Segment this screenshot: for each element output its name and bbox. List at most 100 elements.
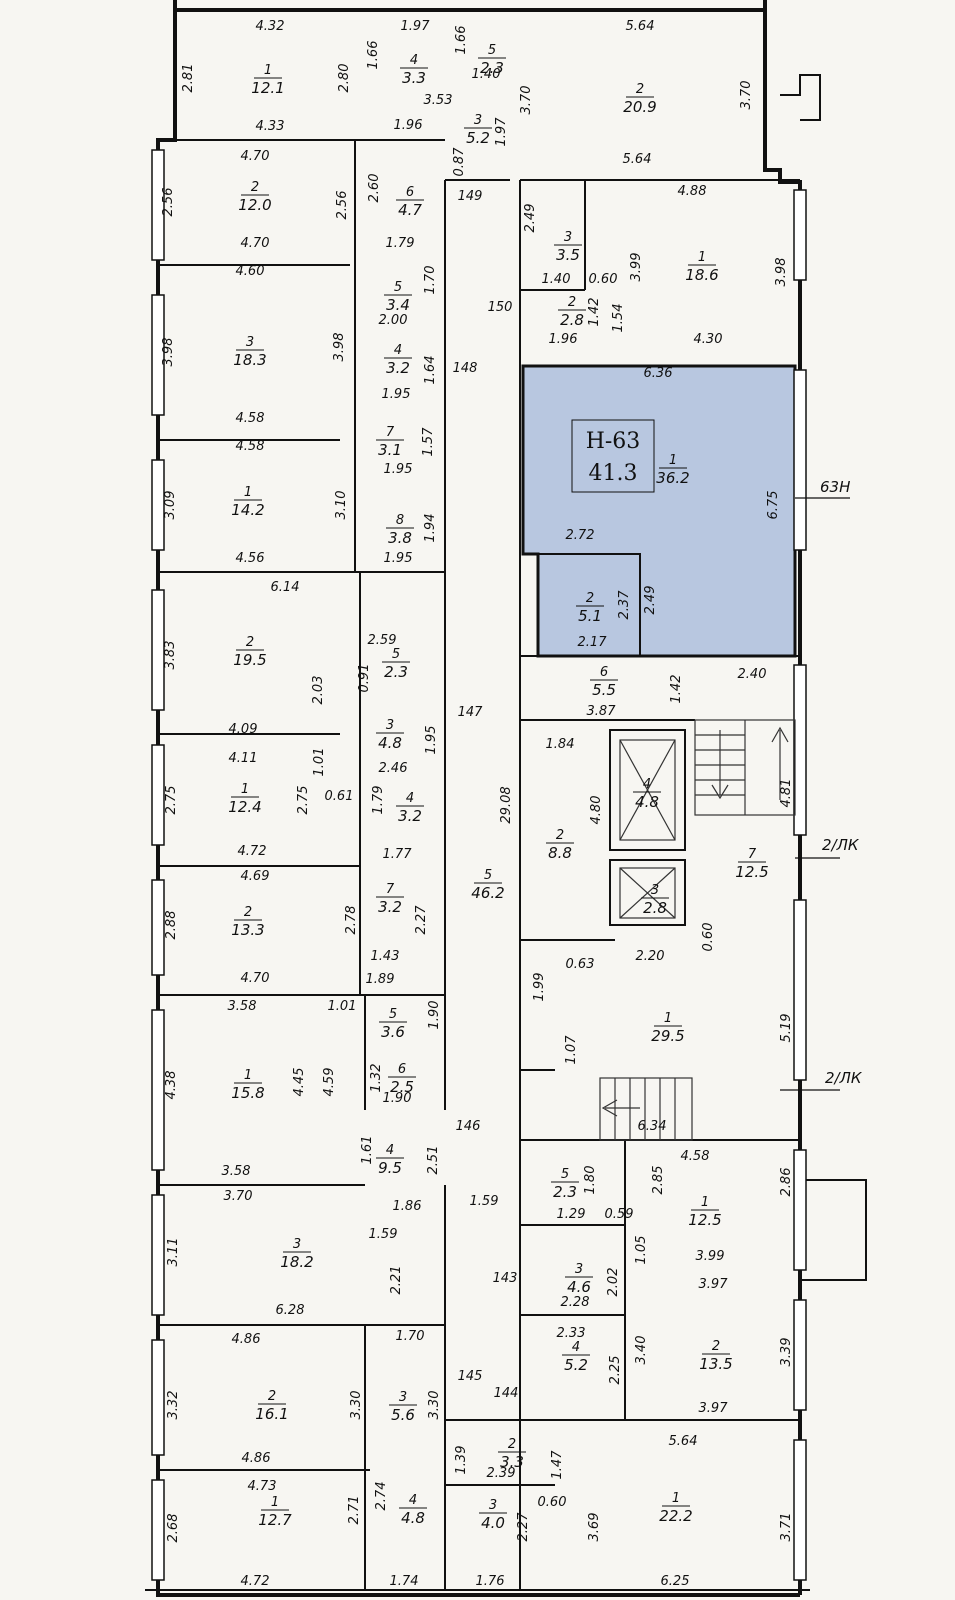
room-label: 220.9 [623,82,656,116]
room-area: 29.5 [651,1027,684,1045]
room-label: 136.2 [656,453,689,487]
room-label: 712.5 [735,847,768,881]
dimension-label: 2.56 [335,191,350,220]
room-label: 64.7 [396,185,424,219]
room-area: 2.5 [390,1078,414,1096]
room-label: 112.5 [688,1195,721,1229]
room-area: 4.8 [401,1509,425,1527]
room-area: 3.1 [378,441,402,459]
room-area: 22.2 [659,1507,692,1525]
stair-1 [694,719,796,816]
room-label: 129.5 [651,1011,684,1045]
unit-side-label: 63Н [820,478,850,496]
stair-side-label-2: 2/ЛК [825,1069,863,1087]
dimension-label: 2.28 [561,1295,590,1310]
room-number: 3 [293,1237,301,1252]
dimension-label: 1.07 [564,1035,579,1065]
dimension-label: 1.43 [371,949,400,964]
dimension-label: 3.09 [163,491,178,520]
room-label: 318.2 [280,1237,313,1271]
room-label: 34.0 [479,1498,507,1532]
dimension-label: 5.19 [779,1014,794,1043]
unit-area: 41.3 [589,461,638,486]
room-label: 49.5 [376,1143,404,1177]
room-number: 7 [748,847,757,862]
room-label: 43.3 [400,53,428,87]
dimension-label: 1.39 [454,1446,469,1475]
dimension-label: 1.66 [366,41,381,70]
dimension-label: 4.70 [241,149,270,164]
dimension-label: 2.25 [608,1356,623,1385]
room-number: 1 [664,1011,672,1026]
room-area: 36.2 [656,469,689,487]
room-area: 4.0 [481,1514,505,1532]
dimension-label: 1.32 [369,1064,384,1093]
dimension-label: 1.94 [423,514,438,543]
dimension-label: 0.60 [538,1495,567,1510]
room-label: 22.8 [558,295,586,329]
dimension-label: 6.25 [661,1574,690,1589]
dimension-label: 150 [488,300,513,315]
room-label: 32.8 [641,883,669,917]
room-label: 34.8 [376,718,404,752]
unit-h63-highlight[interactable] [521,364,797,658]
room-area: 12.1 [251,79,284,97]
dimension-label: 6.36 [644,366,673,381]
dimension-label: 2.46 [379,761,408,776]
room-label: 44.8 [399,1493,427,1527]
dimension-label: 1.74 [390,1574,419,1589]
room-area: 3.2 [378,898,402,916]
room-number: 6 [600,665,608,680]
room-number: 4 [409,1493,417,1508]
dimension-label: 0.61 [325,789,354,804]
room-label: 73.2 [376,882,404,916]
room-area: 5.2 [564,1356,588,1374]
dimension-label: 4.38 [164,1071,179,1100]
room-area: 4.6 [567,1278,591,1296]
dimension-label: 1.96 [394,118,423,133]
dimension-label: 4.58 [236,439,265,454]
dimension-label: 3.71 [779,1513,794,1542]
dimension-label: 2.27 [516,1512,531,1542]
dimension-label: 3.69 [587,1513,602,1542]
dimension-label: 2.75 [164,786,179,815]
room-area: 5.2 [466,129,490,147]
dimension-label: 2.68 [166,1514,181,1543]
room-area: 12.4 [228,798,261,816]
dimension-label: 2.33 [557,1326,586,1341]
elevator-shafts [619,739,676,919]
room-number: 4 [643,777,651,792]
room-label: 219.5 [233,635,266,669]
dimension-label: 1.80 [583,1166,598,1195]
room-number: 1 [672,1491,680,1506]
room-number: 3 [489,1498,497,1513]
room-area: 3.8 [388,529,412,547]
dimension-label: 4.80 [589,796,604,825]
room-label: 28.8 [546,828,574,862]
dimension-label: 4.73 [248,1479,277,1494]
room-label: 52.3 [551,1167,579,1201]
room-label: 318.3 [233,335,266,369]
room-label: 114.2 [231,485,264,519]
dimension-label: 2.86 [779,1168,794,1197]
dimension-label: 4.45 [292,1068,307,1097]
dimension-label: 0.60 [701,923,716,952]
room-number: 1 [669,453,677,468]
room-number: 1 [698,250,706,265]
dimension-label: 1.79 [371,786,386,815]
dimension-label: 4.69 [241,869,270,884]
dimension-label: 1.96 [549,332,578,347]
room-number: 7 [386,425,395,440]
dimension-label: 145 [458,1369,483,1384]
dimension-label: 1.86 [393,1199,422,1214]
dimension-label: 4.70 [241,236,270,251]
dimension-label: 4.58 [236,411,265,426]
dimension-label: 2.49 [643,586,658,615]
room-number: 3 [399,1390,407,1405]
room-number: 2 [636,82,644,97]
room-area: 3.2 [398,807,422,825]
room-area: 13.5 [699,1355,732,1373]
dimension-label: 0.91 [357,664,372,693]
room-number: 3 [651,883,659,898]
dimension-label: 6.28 [276,1303,305,1318]
